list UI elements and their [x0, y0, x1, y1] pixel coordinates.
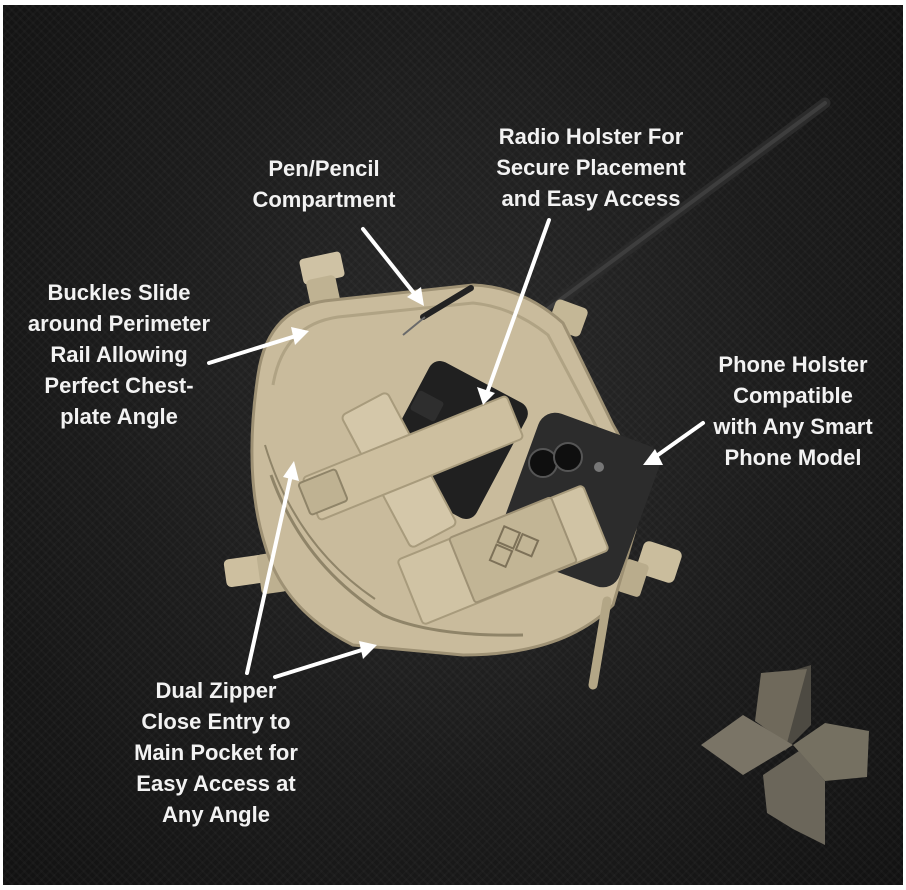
arrow-buckles: [207, 333, 301, 365]
callout-buckles: Buckles Slide around Perimeter Rail Allo…: [27, 280, 211, 429]
arrow-zipper-right: [273, 647, 367, 679]
chest-pouch-illustration: [207, 97, 869, 845]
callout-pen-pencil: Pen/Pencil Compartment: [252, 156, 396, 212]
arrow-pen-compartment: [361, 227, 419, 299]
arrow-phone-holster-head: [643, 449, 663, 465]
callout-dual-zipper: Dual Zipper Close Entry to Main Pocket f…: [134, 678, 298, 827]
arrow-pen-compartment-head: [407, 287, 424, 306]
webbing-straps: [297, 392, 609, 625]
callout-radio-holster: Radio Holster For Secure Placement and E…: [496, 124, 686, 211]
arrow-zipper-left-head: [283, 461, 299, 481]
arrow-buckles-head: [291, 327, 309, 345]
diamond-clover-patch: [488, 524, 540, 569]
arrow-radio-holster-head: [477, 387, 495, 405]
product-image: Pen/Pencil Compartment Radio Holster For…: [3, 5, 903, 885]
callout-arrows: [207, 218, 705, 679]
arrow-phone-holster: [653, 421, 705, 459]
pen: [402, 285, 474, 336]
diamond-clover-logo: [701, 665, 869, 845]
arrow-radio-holster: [485, 218, 551, 395]
arrow-zipper-left: [245, 473, 293, 675]
callout-phone-holster: Phone Holster Compatible with Any Smart …: [713, 352, 873, 470]
arrow-zipper-right-head: [359, 641, 377, 659]
